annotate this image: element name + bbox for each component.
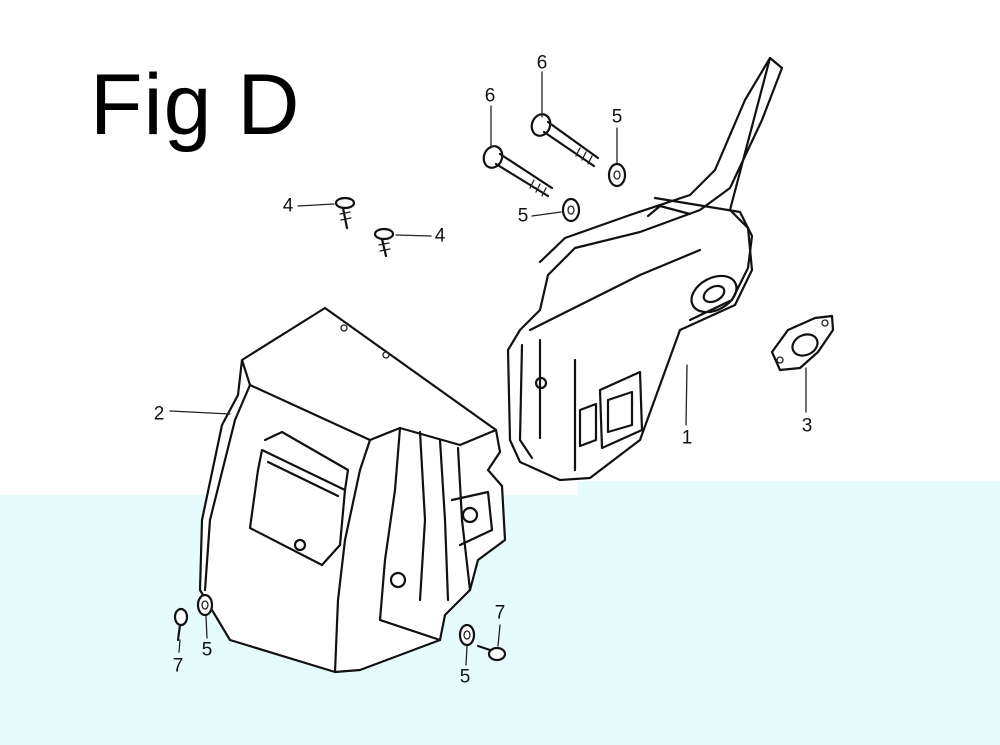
- screw-shapes-lower: [173, 607, 507, 662]
- washer-shapes: [196, 162, 627, 647]
- callout-washer-lower-left: 5: [201, 639, 213, 661]
- callout-bolt-upper: 6: [536, 52, 548, 74]
- muffler-drawing: [506, 56, 784, 482]
- callout-gasket: 3: [801, 415, 813, 437]
- callout-screw-right: 4: [434, 225, 446, 247]
- callout-screw-lower-right: 7: [494, 602, 506, 624]
- protector-drawing: [198, 306, 507, 674]
- callout-screw-lower-left: 7: [172, 655, 184, 677]
- callout-screw-left: 4: [282, 195, 294, 217]
- callout-washer-upper-left: 5: [517, 205, 529, 227]
- bolt-upper-drawing: [530, 113, 600, 168]
- screw-shapes-upper: [334, 196, 395, 258]
- figure-title: Fig D: [90, 57, 301, 153]
- callout-washer-upper-right: 5: [611, 106, 623, 128]
- callout-protector: 2: [153, 403, 165, 425]
- gasket-drawing: [770, 314, 835, 372]
- leader-lines: [169, 71, 807, 666]
- callout-muffler: 1: [681, 427, 693, 449]
- tint-band-step: [578, 481, 1000, 495]
- callout-washer-lower-right: 5: [459, 666, 471, 688]
- callout-bolt-lower: 6: [484, 85, 496, 107]
- bolt-lower-drawing: [482, 145, 554, 198]
